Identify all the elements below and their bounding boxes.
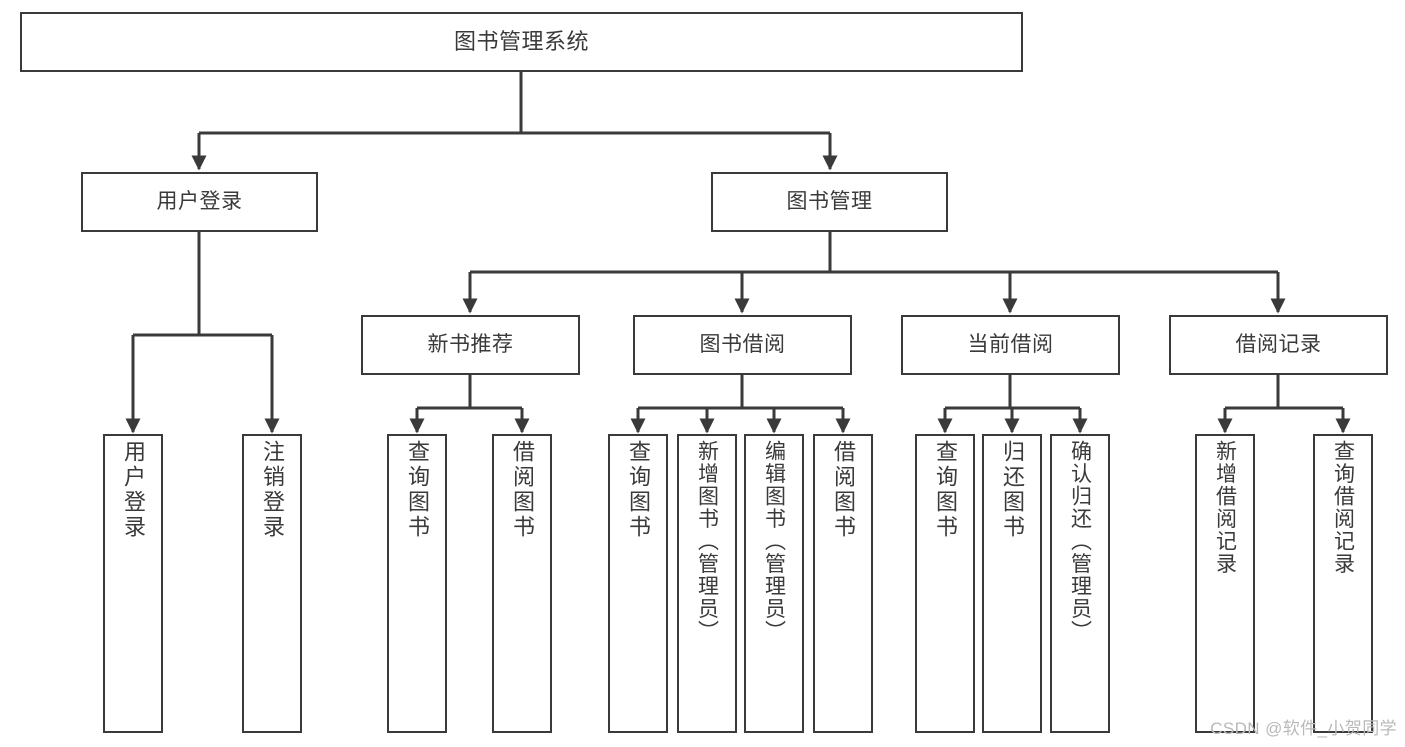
node-leaf-confirm-return[interactable]: 确认归还（管理员） xyxy=(1050,434,1110,733)
node-leaf-return-book-label: 归还图书 xyxy=(1000,440,1025,540)
node-leaf-borrow-book-1-label: 借阅图书 xyxy=(510,440,535,540)
node-leaf-edit-book-label: 编辑图书（管理员） xyxy=(762,440,786,643)
node-leaf-query-book-2[interactable]: 查询图书 xyxy=(608,434,668,733)
node-leaf-add-record[interactable]: 新增借阅记录 xyxy=(1195,434,1255,733)
node-borrow-record-label: 借阅记录 xyxy=(1235,332,1322,356)
watermark-text: CSDN @软件_小贺同学 xyxy=(1210,719,1397,738)
node-book-borrow[interactable]: 图书借阅 xyxy=(633,315,852,375)
node-new-book-recommend[interactable]: 新书推荐 xyxy=(361,315,580,375)
node-leaf-user-login[interactable]: 用户登录 xyxy=(103,434,163,733)
node-borrow-record[interactable]: 借阅记录 xyxy=(1169,315,1388,375)
node-new-book-recommend-label: 新书推荐 xyxy=(427,332,514,356)
node-leaf-return-book[interactable]: 归还图书 xyxy=(982,434,1042,733)
node-leaf-edit-book[interactable]: 编辑图书（管理员） xyxy=(744,434,804,733)
node-leaf-query-book-2-label: 查询图书 xyxy=(626,440,651,540)
node-leaf-logout[interactable]: 注销登录 xyxy=(242,434,302,733)
node-leaf-user-login-label: 用户登录 xyxy=(121,440,146,540)
node-root-label: 图书管理系统 xyxy=(453,29,589,55)
node-user-login-label: 用户登录 xyxy=(156,189,243,213)
node-leaf-borrow-book-2-label: 借阅图书 xyxy=(831,440,856,540)
node-leaf-query-book-3-label: 查询图书 xyxy=(933,440,958,540)
node-book-manage-label: 图书管理 xyxy=(786,189,873,213)
node-leaf-borrow-book-1[interactable]: 借阅图书 xyxy=(492,434,552,733)
node-leaf-query-record[interactable]: 查询借阅记录 xyxy=(1313,434,1373,733)
node-leaf-logout-label: 注销登录 xyxy=(260,440,285,540)
node-leaf-borrow-book-2[interactable]: 借阅图书 xyxy=(813,434,873,733)
node-leaf-add-record-label: 新增借阅记录 xyxy=(1213,440,1237,575)
node-leaf-query-record-label: 查询借阅记录 xyxy=(1331,440,1355,575)
node-root[interactable]: 图书管理系统 xyxy=(20,12,1023,72)
node-book-borrow-label: 图书借阅 xyxy=(699,332,786,356)
node-leaf-query-book-1-label: 查询图书 xyxy=(405,440,430,540)
node-user-login[interactable]: 用户登录 xyxy=(81,172,318,232)
node-leaf-query-book-1[interactable]: 查询图书 xyxy=(387,434,447,733)
node-leaf-query-book-3[interactable]: 查询图书 xyxy=(915,434,975,733)
node-current-borrow-label: 当前借阅 xyxy=(967,332,1054,356)
node-leaf-add-book[interactable]: 新增图书（管理员） xyxy=(677,434,737,733)
node-leaf-confirm-return-label: 确认归还（管理员） xyxy=(1068,440,1092,643)
node-book-manage[interactable]: 图书管理 xyxy=(711,172,948,232)
node-leaf-add-book-label: 新增图书（管理员） xyxy=(695,440,719,643)
node-current-borrow[interactable]: 当前借阅 xyxy=(901,315,1120,375)
